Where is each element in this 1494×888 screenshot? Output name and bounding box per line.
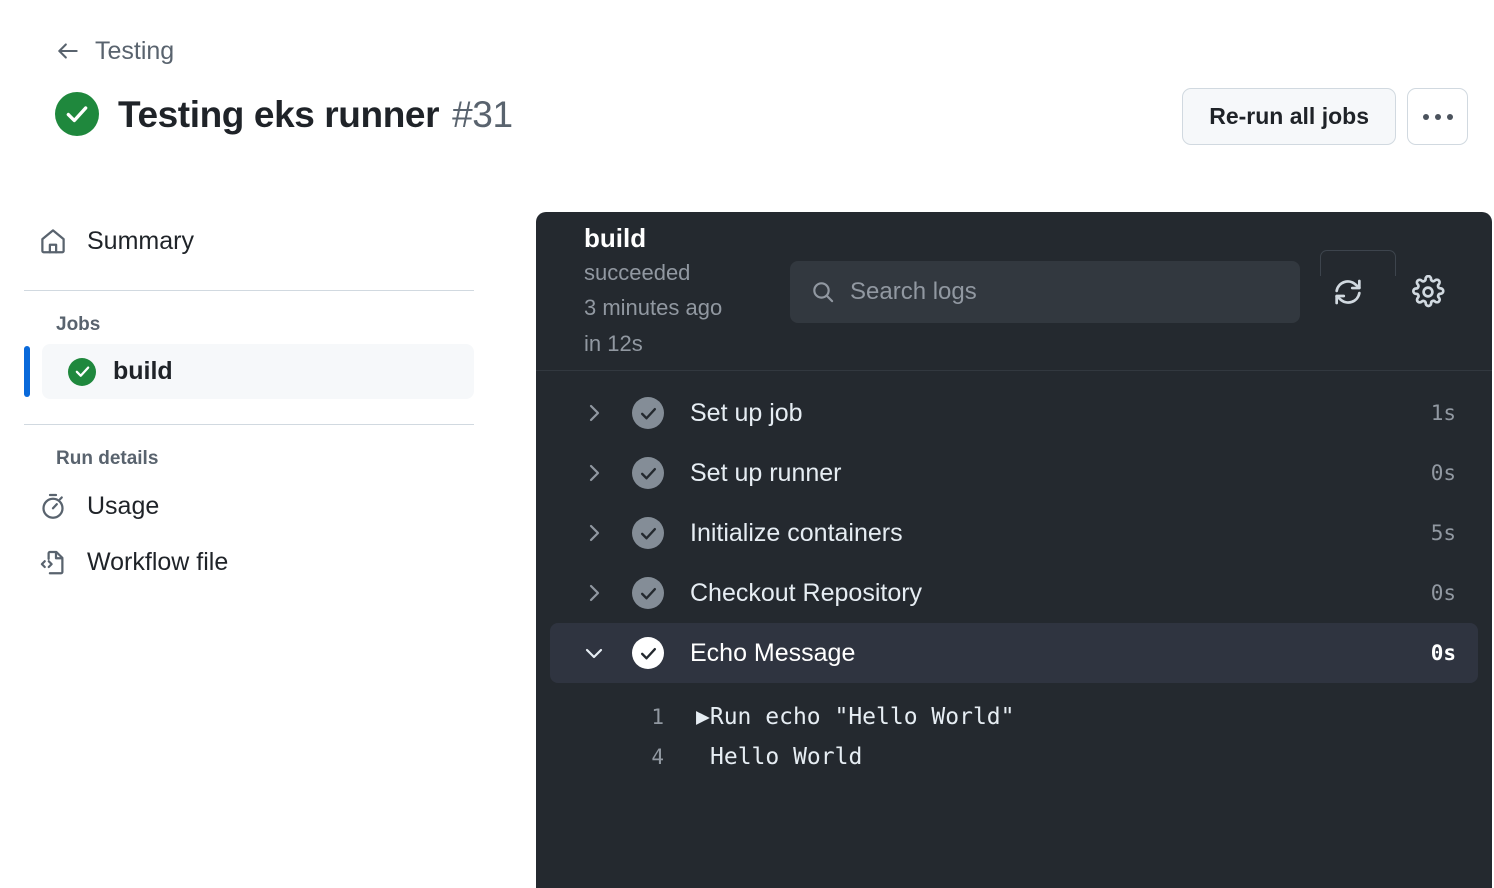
gear-icon [1412,275,1445,308]
step-duration: 1s [1430,400,1456,425]
rerun-all-jobs-button[interactable]: Re-run all jobs [1182,88,1396,145]
log-job-meta: build succeeded 3 minutes ago in 12s [584,222,794,361]
chevron-right-icon [589,404,600,422]
log-job-status: succeeded [584,259,691,285]
breadcrumb[interactable]: Testing [55,38,174,64]
chevron-right-icon [589,584,600,602]
refresh-logs-button[interactable] [1324,268,1372,316]
sidebar-section-jobs: Jobs [56,314,101,335]
breadcrumb-label: Testing [95,36,175,65]
sidebar-item-usage[interactable]: Usage [24,478,474,534]
log-settings-button[interactable] [1404,268,1452,316]
more-options-icon [1422,113,1453,120]
run-status-icon [55,92,99,136]
sidebar: Summary Jobs build Run details Usage [24,213,474,590]
search-logs-box[interactable] [790,261,1300,323]
home-icon [41,229,65,254]
step-row[interactable]: Set up runner 0s [550,443,1478,503]
step-duration: 0s [1430,460,1456,485]
step-name: Echo Message [690,638,856,667]
log-panel-header: build succeeded 3 minutes ago in 12s [536,212,1492,371]
step-row-expanded[interactable]: Echo Message 0s [550,623,1478,683]
search-logs-input[interactable] [850,278,1280,306]
log-job-name: build [584,223,647,253]
more-options-button[interactable] [1407,88,1468,145]
sidebar-item-job-build[interactable]: build [24,344,474,399]
selected-indicator [24,346,30,397]
log-line-content: Hello World [710,744,863,770]
sidebar-item-summary[interactable]: Summary [24,213,474,269]
step-name: Set up job [690,398,803,427]
arrow-left-icon [58,43,78,59]
step-status-icon [632,637,664,669]
refresh-tooltip-edge [1320,250,1396,276]
step-status-icon [632,517,664,549]
steps-list: Set up job 1s Set up runner 0s Initializ… [536,371,1492,683]
log-line-number: 4 [651,745,664,769]
sidebar-section-run-details: Run details [56,448,159,469]
sidebar-divider-2 [24,424,474,425]
step-name: Checkout Repository [690,578,923,607]
log-line-content: Run echo "Hello World" [709,704,1015,730]
step-row[interactable]: Checkout Repository 0s [550,563,1478,623]
job-status-icon [68,357,96,386]
step-row[interactable]: Set up job 1s [550,383,1478,443]
step-status-icon [632,457,664,489]
log-job-duration: in 12s [584,330,643,356]
sidebar-divider-1 [24,290,474,291]
step-name: Set up runner [690,458,842,487]
step-name: Initialize containers [690,518,903,547]
step-status-icon [632,397,664,429]
page-title: Testing eks runner #31 [55,92,513,136]
sidebar-item-summary-label: Summary [87,226,194,255]
file-code-icon [40,550,64,575]
log-line[interactable]: 4 Hello World [536,737,1492,777]
log-line-text: ▶Run echo "Hello World" [696,704,1015,730]
page-header: Testing Testing eks runner #31 Re-run all… [0,0,1494,190]
header-actions: Re-run all jobs [1182,88,1468,145]
step-duration: 0s [1430,640,1456,665]
log-job-relative-time: 3 minutes ago [584,295,723,321]
run-number: #31 [452,93,513,135]
log-line[interactable]: 1 ▶Run echo "Hello World" [536,697,1492,737]
step-row[interactable]: Initialize containers 5s [550,503,1478,563]
step-duration: 0s [1430,580,1456,605]
sidebar-item-usage-label: Usage [87,491,160,520]
job-label: build [113,357,173,385]
chevron-down-icon [585,648,603,659]
stopwatch-icon [42,493,64,519]
refresh-sync-icon [1335,279,1361,305]
job-log-panel: build succeeded 3 minutes ago in 12s [536,212,1492,888]
run-title-text: Testing eks runner [118,93,440,135]
log-output: 1 ▶Run echo "Hello World" 4 Hello World [536,683,1492,777]
log-line-number: 1 [651,705,664,729]
chevron-right-icon [589,524,600,542]
sidebar-item-workflow-file-label: Workflow file [87,547,229,576]
chevron-right-icon [589,464,600,482]
step-duration: 5s [1430,520,1456,545]
log-group-toggle-icon[interactable]: ▶ [696,704,710,730]
step-status-icon [632,577,664,609]
sidebar-item-workflow-file[interactable]: Workflow file [24,534,474,590]
search-icon [813,282,834,303]
